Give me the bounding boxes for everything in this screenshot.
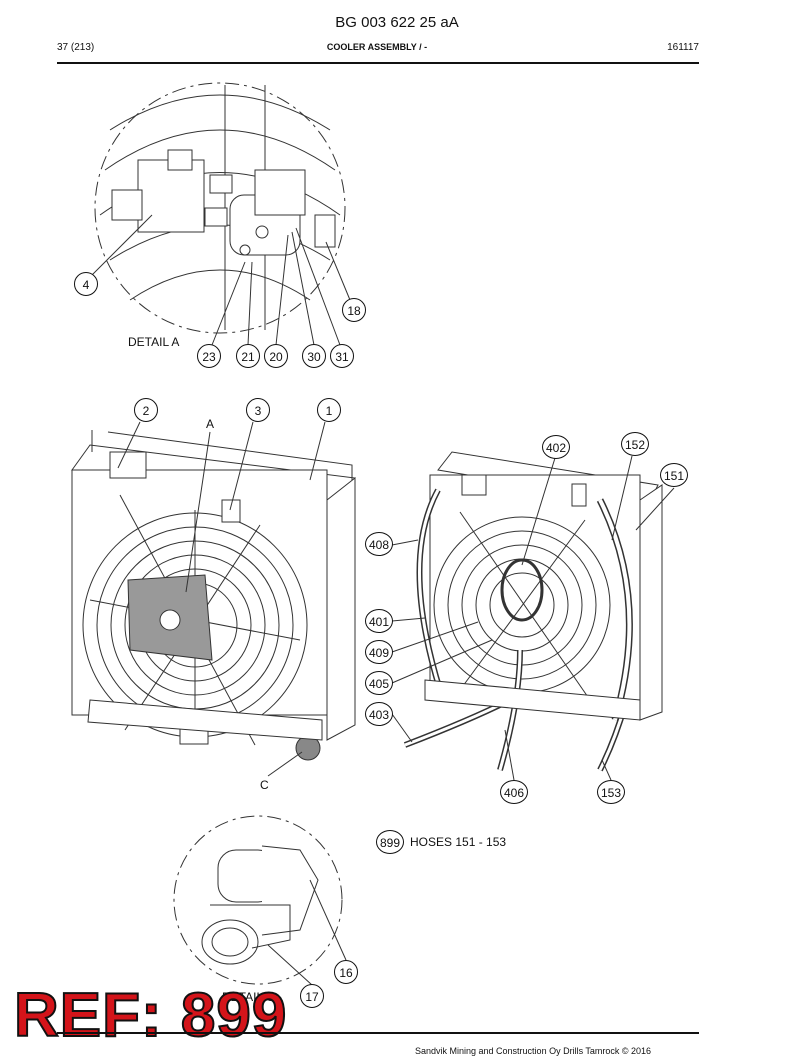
callout-2: 2	[134, 398, 158, 422]
detail-a-caption: DETAIL A	[128, 335, 180, 349]
label-c: C	[260, 778, 269, 792]
callout-20: 20	[264, 344, 288, 368]
callout-406: 406	[500, 780, 528, 804]
ref-stamp: REF: 899	[13, 981, 288, 1050]
page-number: 37 (213)	[57, 42, 95, 53]
hoses-note-text: HOSES 151 - 153	[410, 835, 507, 849]
callout-153: 153	[597, 780, 625, 804]
callout-152: 152	[621, 432, 649, 456]
callout-17: 17	[300, 984, 324, 1008]
document-code: 161117	[667, 42, 699, 53]
callout-23: 23	[197, 344, 221, 368]
callout-30: 30	[302, 344, 326, 368]
footer-divider	[57, 1032, 699, 1034]
callout-899: 899	[376, 830, 404, 854]
callout-409: 409	[365, 640, 393, 664]
callout-1: 1	[317, 398, 341, 422]
section-title: COOLER ASSEMBLY / -	[326, 42, 428, 52]
callout-18: 18	[342, 298, 366, 322]
callout-401: 401	[365, 609, 393, 633]
callout-16: 16	[334, 960, 358, 984]
detail-c-caption: DETAIL C	[222, 990, 275, 1004]
callout-408: 408	[365, 532, 393, 556]
callout-403: 403	[365, 702, 393, 726]
callout-3: 3	[246, 398, 270, 422]
label-a: A	[206, 417, 215, 431]
header-divider	[57, 62, 699, 64]
footer-copyright: Sandvik Mining and Construction Oy Drill…	[415, 1046, 652, 1056]
callout-405: 405	[365, 671, 393, 695]
callout-151: 151	[660, 463, 688, 487]
callout-4: 4	[74, 272, 98, 296]
callout-31: 31	[330, 344, 354, 368]
callout-21: 21	[236, 344, 260, 368]
callout-402: 402	[542, 435, 570, 459]
document-title: BG 003 622 25 aA	[335, 14, 459, 31]
